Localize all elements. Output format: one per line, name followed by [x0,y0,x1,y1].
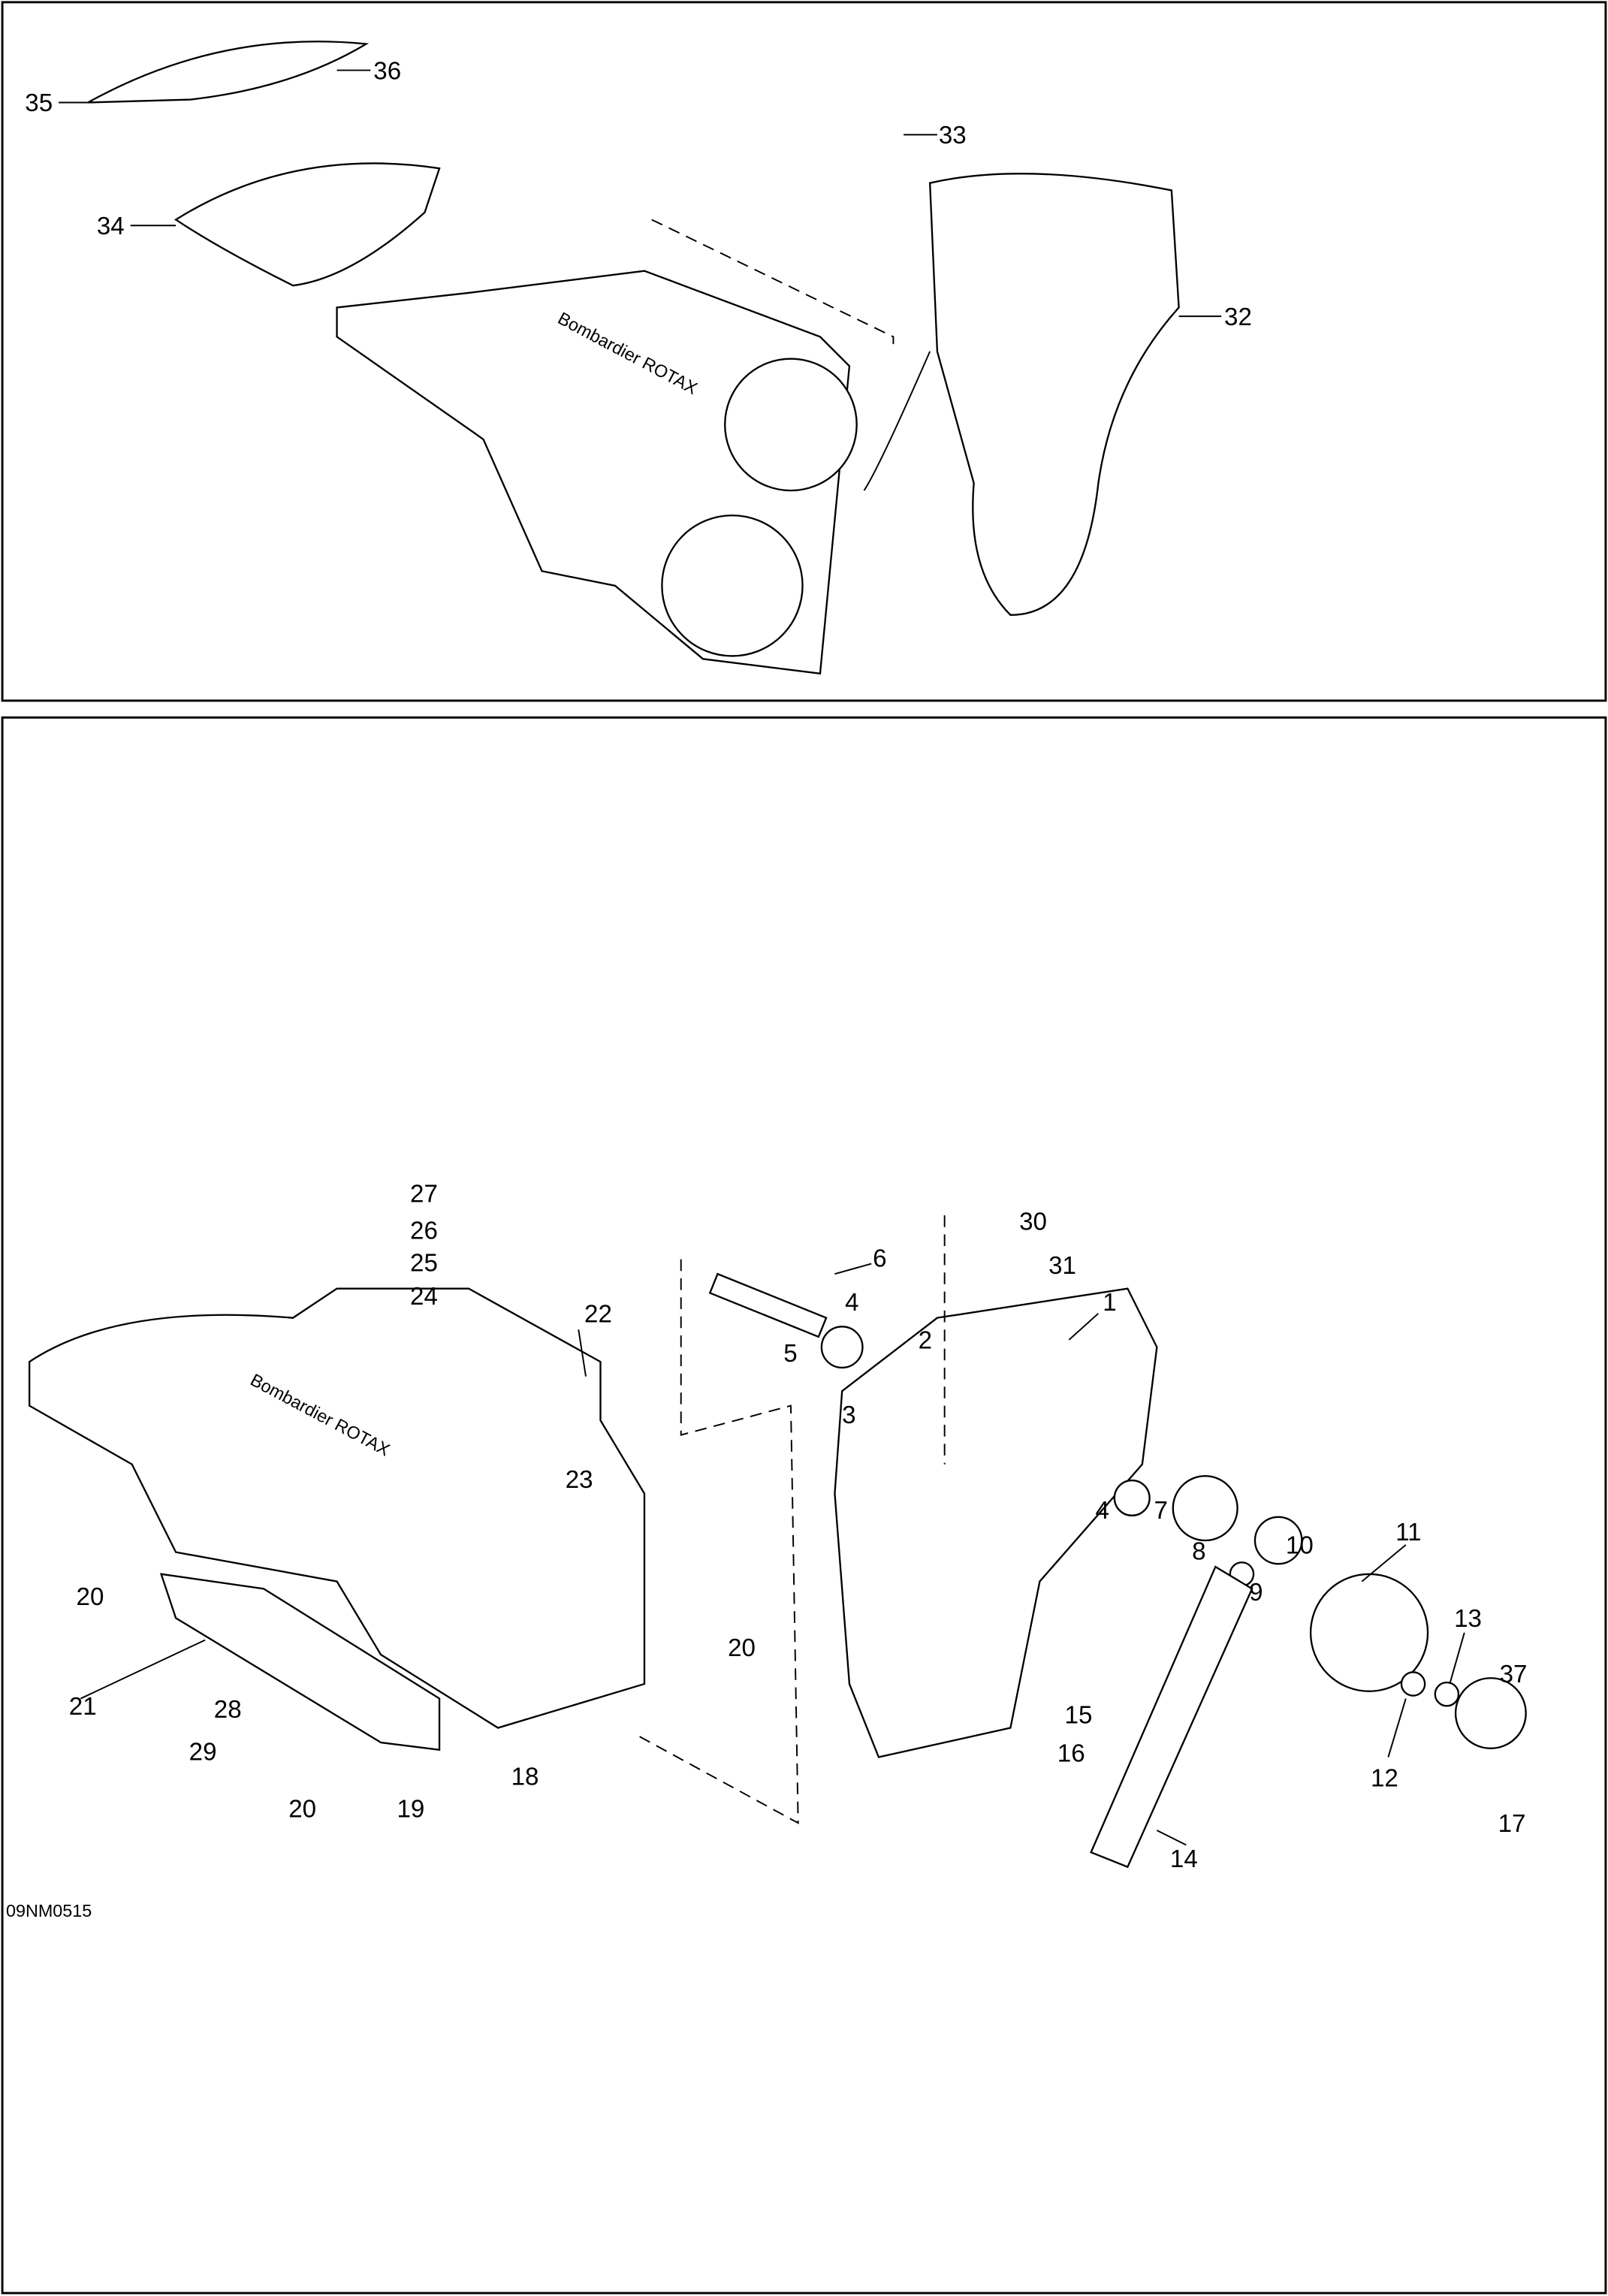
callout-21: 21 [69,1693,97,1721]
callout-32: 32 [1224,303,1252,331]
callout-35: 35 [25,89,53,117]
leader-lines [59,69,1465,1846]
callout-5: 5 [783,1340,797,1368]
callout-13: 13 [1454,1605,1482,1633]
callout-1: 1 [1103,1289,1116,1317]
bottom-panel-frame [1,716,1607,2294]
callout-20: 20 [288,1795,316,1823]
bottom-exploded-view: Bombardier ROTAX [28,1215,1527,1869]
callout-20: 20 [77,1583,104,1611]
callout-34: 34 [97,213,125,240]
callout-23: 23 [566,1466,593,1494]
top-panel-frame [1,1,1607,702]
callout-8: 8 [1192,1537,1205,1565]
callout-12: 12 [1371,1765,1398,1793]
callout-20: 20 [728,1634,756,1662]
callout-24: 24 [410,1283,438,1311]
callout-2: 2 [919,1327,932,1355]
callout-33: 33 [939,122,967,149]
callout-19: 19 [397,1795,425,1823]
callout-4: 4 [845,1289,858,1317]
callout-26: 26 [410,1217,438,1245]
callout-25: 25 [410,1249,438,1277]
callout-37: 37 [1500,1661,1528,1688]
diagram-code: 09NM0515 [6,1901,92,1920]
callout-9: 9 [1249,1579,1263,1607]
callout-22: 22 [584,1301,612,1329]
callout-36: 36 [373,57,401,85]
callout-16: 16 [1057,1739,1085,1767]
callout-3: 3 [842,1401,855,1429]
callout-11: 11 [1395,1519,1421,1546]
callout-14: 14 [1170,1845,1198,1873]
callout-31: 31 [1048,1252,1076,1280]
callout-18: 18 [511,1763,539,1791]
callout-29: 29 [189,1738,217,1766]
callout-6: 6 [873,1245,886,1272]
callout-7: 7 [1154,1497,1167,1525]
callout-4: 4 [1095,1497,1109,1525]
callout-28: 28 [214,1696,242,1724]
callout-17: 17 [1498,1810,1526,1838]
callout-27: 27 [410,1181,438,1208]
callout-15: 15 [1065,1702,1093,1730]
callout-30: 30 [1019,1208,1047,1236]
top-engine-assembly: Bombardier ROTAX [87,41,1180,675]
callout-10: 10 [1286,1532,1314,1560]
